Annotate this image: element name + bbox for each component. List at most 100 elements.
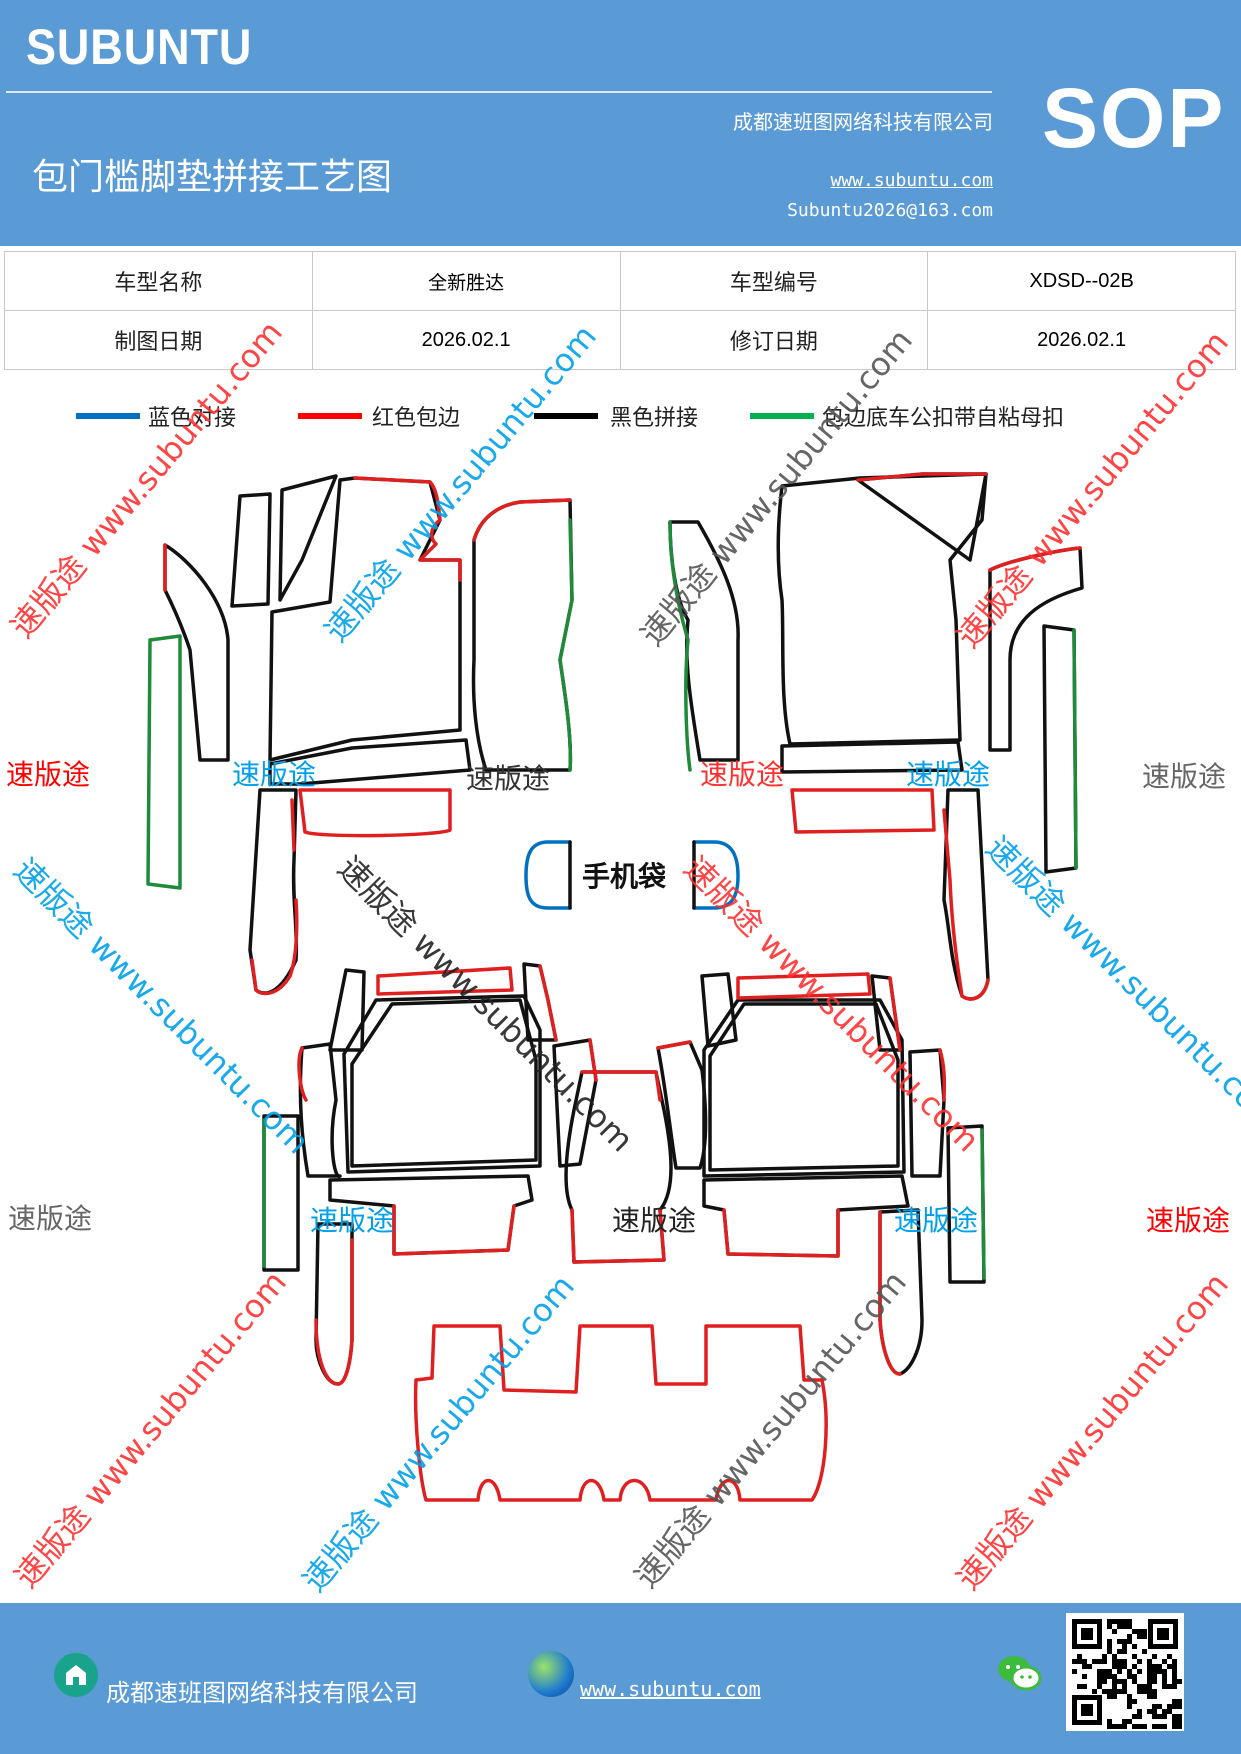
qr-module bbox=[1107, 1644, 1112, 1649]
qr-module bbox=[1157, 1669, 1162, 1674]
qr-code[interactable] bbox=[1066, 1613, 1184, 1731]
qr-module bbox=[1117, 1639, 1122, 1644]
qr-module bbox=[1122, 1619, 1127, 1624]
footer-website-link[interactable]: www.subuntu.com bbox=[580, 1677, 761, 1701]
qr-module bbox=[1107, 1719, 1112, 1724]
qr-module bbox=[1162, 1674, 1167, 1679]
globe-icon bbox=[528, 1651, 574, 1697]
brand-logo: SUBUNTU bbox=[26, 19, 253, 75]
qr-module bbox=[1172, 1679, 1177, 1684]
qr-module bbox=[1167, 1709, 1172, 1714]
model-name-label: 车型名称 bbox=[4, 251, 313, 311]
qr-module bbox=[1132, 1664, 1137, 1669]
qr-module bbox=[1102, 1679, 1107, 1684]
qr-module bbox=[1147, 1679, 1152, 1684]
qr-module bbox=[1127, 1619, 1132, 1624]
qr-module bbox=[1162, 1684, 1167, 1689]
second-right-lower-strip bbox=[702, 1174, 910, 1258]
qr-module bbox=[1127, 1669, 1132, 1674]
qr-module bbox=[1127, 1624, 1132, 1629]
phone-bag-group bbox=[524, 840, 740, 910]
qr-module bbox=[1137, 1709, 1142, 1714]
passenger-corner-strip bbox=[856, 472, 988, 562]
qr-module bbox=[1172, 1714, 1177, 1719]
qr-module bbox=[1122, 1624, 1127, 1629]
qr-module bbox=[1137, 1659, 1142, 1664]
watermark-text: 速版途 bbox=[466, 762, 550, 795]
qr-module bbox=[1167, 1684, 1172, 1689]
front-right-mat-group bbox=[668, 472, 1084, 1001]
header-website-link[interactable]: www.subuntu.com bbox=[830, 170, 993, 191]
qr-module bbox=[1122, 1689, 1127, 1694]
qr-module bbox=[1157, 1704, 1162, 1709]
watermark-text: 速版途 bbox=[310, 1204, 394, 1237]
qr-module bbox=[1107, 1624, 1112, 1629]
qr-module bbox=[1147, 1694, 1152, 1699]
table-row: 车型名称 全新胜达 车型编号 XDSD--02B bbox=[4, 251, 1236, 311]
qr-module bbox=[1107, 1619, 1112, 1624]
qr-module bbox=[1132, 1714, 1137, 1719]
watermark-diagonal: 速版途 www.subuntu.com bbox=[949, 1265, 1236, 1597]
watermark-diagonal: 速版途 www.subuntu.com bbox=[7, 1263, 294, 1595]
driver-mat-red-top bbox=[353, 476, 462, 582]
qr-module bbox=[1152, 1694, 1157, 1699]
qr-module bbox=[1107, 1639, 1112, 1644]
qr-module bbox=[1092, 1659, 1097, 1664]
qr-module bbox=[1132, 1644, 1137, 1649]
qr-module bbox=[1137, 1684, 1142, 1689]
legend-label: 包边底车公扣带自粘母扣 bbox=[822, 406, 1065, 431]
qr-module bbox=[1112, 1659, 1117, 1664]
qr-module bbox=[1147, 1689, 1152, 1694]
watermark-layer: 速版途 速版途 速版途 速版途 速版途 速版途 速版途 速版途 速版途 速版途 … bbox=[6, 758, 1230, 1237]
driver-sill bbox=[248, 788, 299, 995]
watermark-diagonal: 速版途 www.subuntu.com bbox=[6, 851, 316, 1161]
header-divider bbox=[6, 91, 992, 93]
qr-module bbox=[1127, 1719, 1132, 1724]
watermark-text: 速版途 bbox=[232, 758, 316, 791]
qr-module bbox=[1142, 1649, 1147, 1654]
legend-swatch bbox=[750, 413, 814, 419]
wechat-icon[interactable] bbox=[996, 1653, 1042, 1693]
qr-module bbox=[1117, 1679, 1122, 1684]
qr-module bbox=[1077, 1654, 1082, 1659]
header-email[interactable]: Subuntu2026@163.com bbox=[787, 200, 993, 221]
passenger-bottom-strip bbox=[780, 740, 964, 774]
qr-module bbox=[1152, 1724, 1157, 1729]
qr-module bbox=[1177, 1704, 1182, 1709]
qr-module bbox=[1147, 1664, 1152, 1669]
qr-module bbox=[1112, 1689, 1117, 1694]
qr-module bbox=[1137, 1714, 1142, 1719]
watermark-diagonal-layer: 速版途 www.subuntu.com 速版途 www.subuntu.com … bbox=[3, 313, 1241, 1599]
second-left-inner bbox=[350, 998, 538, 1168]
qr-module bbox=[1172, 1664, 1177, 1669]
second-right-sill-strip bbox=[946, 1124, 986, 1284]
legend-label: 蓝色对接 bbox=[148, 406, 237, 431]
watermark-diagonal: 速版途 www.subuntu.com bbox=[633, 321, 920, 653]
qr-module bbox=[1152, 1689, 1157, 1694]
left-diagonal-strip bbox=[278, 474, 338, 602]
header-banner: SUBUNTU 成都速班图网络科技有限公司 包门槛脚垫拼接工艺图 www.sub… bbox=[0, 0, 1241, 246]
qr-module bbox=[1137, 1689, 1142, 1694]
front-center-left-panel bbox=[471, 498, 574, 772]
doc-type-label: SOP bbox=[1042, 71, 1226, 165]
qr-module bbox=[1112, 1654, 1117, 1659]
qr-module bbox=[1152, 1704, 1157, 1709]
qr-module bbox=[1122, 1639, 1127, 1644]
second-left-outer-strip bbox=[552, 1038, 598, 1168]
second-right-mat-group bbox=[656, 972, 986, 1376]
center-tunnel-panel bbox=[564, 1070, 673, 1264]
qr-module bbox=[1097, 1679, 1102, 1684]
qr-module bbox=[1142, 1634, 1147, 1639]
qr-module bbox=[1127, 1694, 1132, 1699]
qr-module bbox=[1127, 1674, 1132, 1679]
qr-module bbox=[1172, 1704, 1177, 1709]
qr-module bbox=[1077, 1684, 1082, 1689]
second-right-top-strip bbox=[700, 972, 738, 1048]
qr-module bbox=[1172, 1684, 1177, 1689]
qr-module bbox=[1152, 1669, 1157, 1674]
phone-bag-right bbox=[692, 840, 740, 910]
qr-module bbox=[1172, 1659, 1177, 1664]
qr-module bbox=[1177, 1724, 1182, 1729]
model-code-label: 车型编号 bbox=[619, 251, 929, 311]
qr-module bbox=[1167, 1654, 1172, 1659]
